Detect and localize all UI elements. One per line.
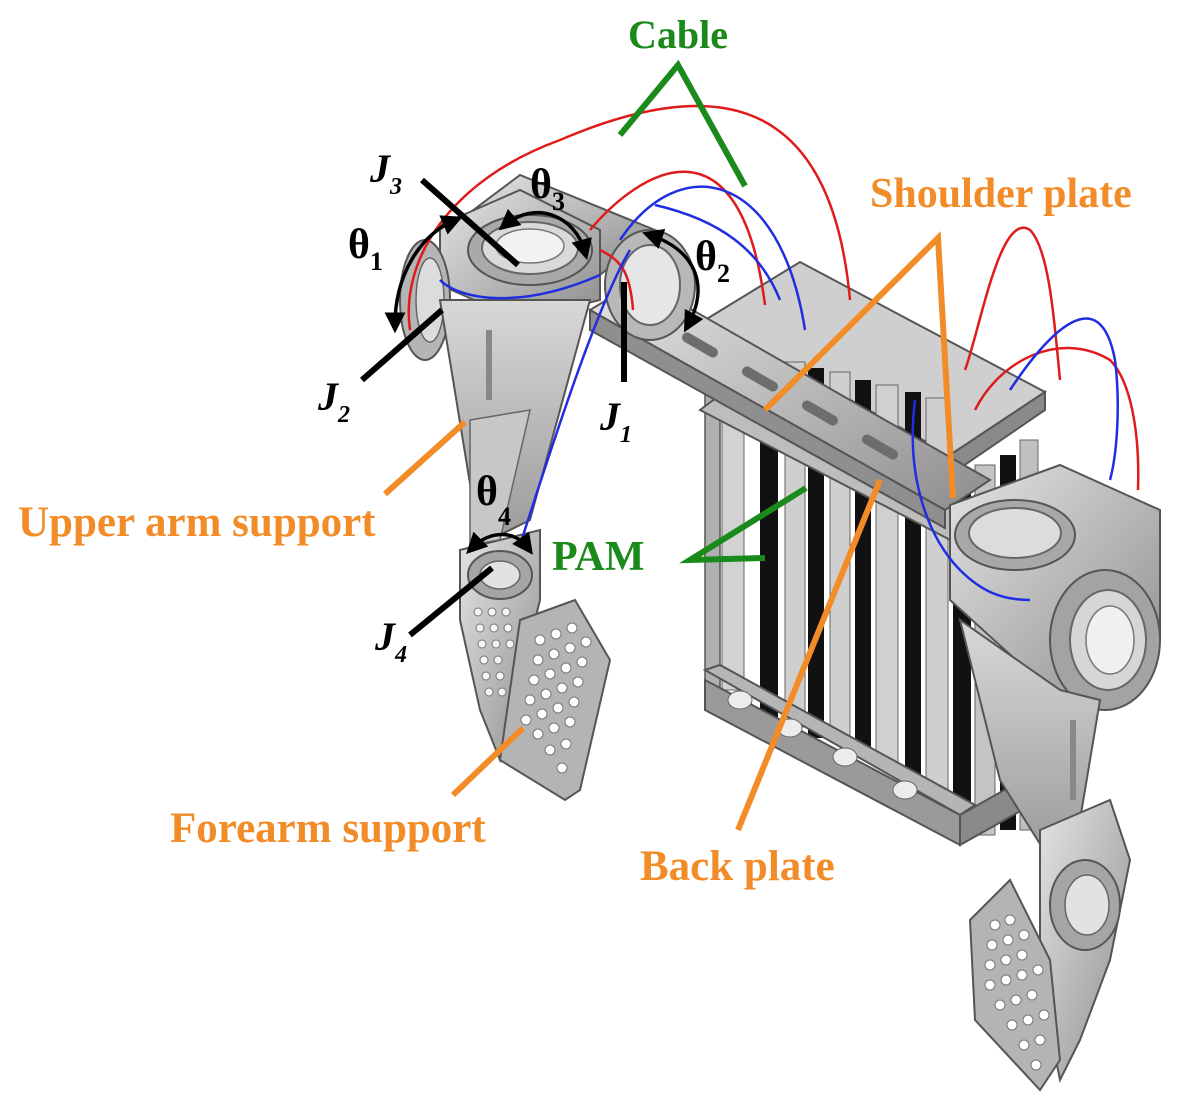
j3-leader	[420, 177, 520, 268]
pam-label: PAM	[552, 534, 645, 580]
j2-leader	[360, 307, 444, 383]
joint-j4-label: J4	[374, 614, 407, 668]
upper-arm-support-label: Upper arm support	[18, 499, 376, 546]
cable-red	[963, 226, 1062, 381]
cable-red	[599, 248, 635, 311]
joint-j3-label: J3	[369, 146, 402, 200]
upper-arm-support-leader	[382, 419, 468, 497]
theta-2-arrow	[642, 229, 704, 333]
cable-red	[589, 170, 767, 306]
theta-2-label: θ2	[695, 234, 730, 288]
forearm-support-right	[968, 798, 1132, 1092]
cable-label: Cable	[628, 12, 728, 57]
j4-leader	[408, 565, 494, 638]
back-plate-label: Back plate	[640, 843, 835, 890]
shoulder-plate-label: Shoulder plate	[870, 171, 1132, 217]
theta-1-arrow	[384, 215, 463, 334]
back-plate-leader	[735, 478, 883, 832]
forearm-support-label: Forearm support	[170, 805, 486, 852]
theta-3-label: θ3	[530, 162, 565, 216]
joint-1-housing	[604, 229, 696, 341]
cable-leader	[617, 59, 748, 188]
upper-arm-support-left	[438, 299, 592, 547]
theta-4-arrow	[466, 531, 533, 555]
cable-blue	[1008, 317, 1119, 481]
cable-red	[973, 346, 1140, 491]
forearm-support-leader	[450, 725, 526, 798]
cable-blue	[618, 185, 807, 331]
text-labels: Cable Shoulder plate Upper arm support P…	[18, 12, 1132, 890]
rotation-arrows	[384, 208, 704, 555]
theta-4-label: θ4	[476, 469, 511, 531]
theta-1-label: θ1	[348, 222, 383, 276]
joint-j1-label: J1	[599, 394, 632, 448]
leader-lines	[360, 59, 956, 832]
cable-blue	[518, 249, 632, 546]
shoulder-plate-leader	[762, 231, 956, 499]
pam-leader	[679, 485, 808, 564]
joint-j2-label: J2	[317, 374, 350, 428]
right-shoulder-joint	[949, 463, 1161, 711]
cable-blue	[911, 399, 1031, 602]
cable-blue	[654, 203, 782, 301]
theta-3-arrow	[498, 208, 592, 261]
